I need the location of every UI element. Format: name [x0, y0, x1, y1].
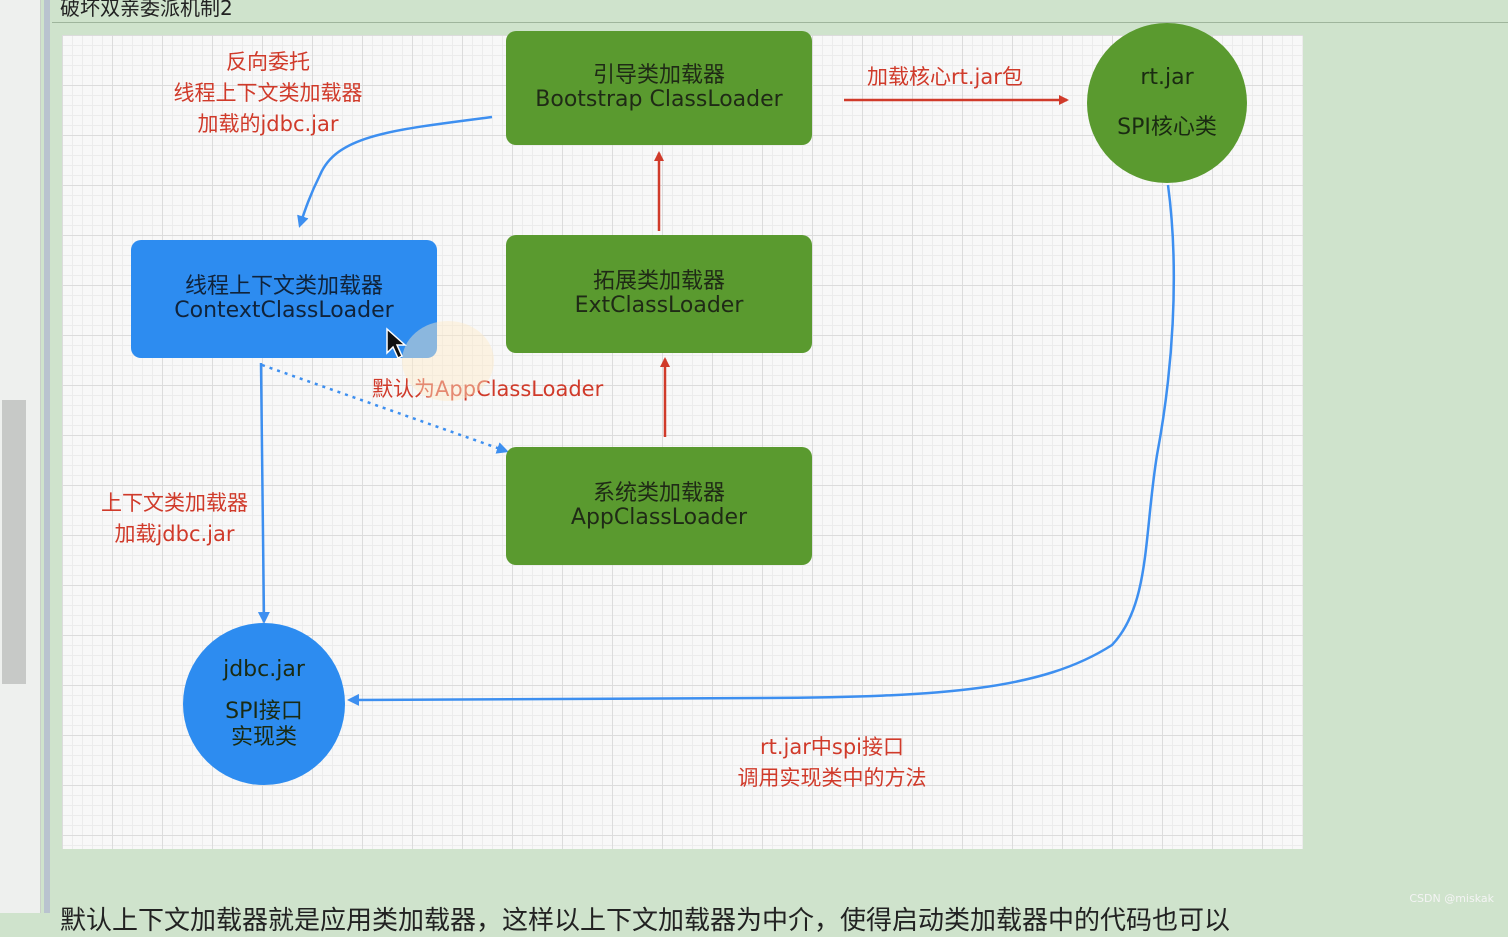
context-classloader-node: 线程上下文类加载器 ContextClassLoader — [131, 240, 437, 358]
spi-call-line-2: 调用实现类中的方法 — [737, 766, 927, 790]
jdbc-jar-subtitle-1: SPI接口 — [225, 699, 303, 724]
bootstrap-classloader-node: 引导类加载器 Bootstrap ClassLoader — [506, 31, 812, 145]
diagram-connectors — [257, 95, 1176, 706]
rt-jar-subtitle: SPI核心类 — [1117, 115, 1217, 140]
spi-call-line-1: rt.jar中spi接口 — [760, 735, 904, 759]
bootstrap-title-cn: 引导类加载器 — [592, 63, 725, 88]
context-load-line-2: 加载jdbc.jar — [114, 522, 235, 546]
rt-jar-node: rt.jar SPI核心类 — [1087, 23, 1247, 183]
bootstrap-title-en: Bootstrap ClassLoader — [535, 87, 783, 112]
app-title-en: AppClassLoader — [570, 505, 748, 530]
app-classloader-node: 系统类加载器 AppClassLoader — [506, 447, 812, 565]
spi-call-label: rt.jar中spi接口 调用实现类中的方法 — [722, 732, 942, 794]
cursor-highlight — [402, 321, 494, 401]
app-title-cn: 系统类加载器 — [592, 481, 725, 506]
ext-title-cn: 拓展类加载器 — [592, 269, 725, 294]
footer-paragraph: 默认上下文加载器就是应用类加载器，这样以上下文加载器为中介，使得启动类加载器中的… — [60, 906, 1231, 936]
reverse-label-line-2: 线程上下文类加载器 — [173, 81, 363, 105]
jdbc-jar-node: jdbc.jar SPI接口 实现类 — [183, 623, 345, 785]
load-core-label: 加载核心rt.jar包 — [867, 65, 1023, 89]
context-load-line-1: 上下文类加载器 — [101, 491, 248, 515]
watermark: CSDN @miskak — [1409, 892, 1494, 905]
arrow-context-to-app-dotted — [261, 363, 509, 454]
default-app-label: 默认为AppClassLoader — [372, 377, 604, 401]
context-title-cn: 线程上下文类加载器 — [184, 274, 383, 299]
arrow-reverse-delegation — [297, 115, 493, 228]
heading-underline — [52, 22, 1508, 23]
arrow-context-to-jdbc — [257, 362, 270, 624]
diagram-canvas: 引导类加载器 Bootstrap ClassLoader 拓展类加载器 ExtC… — [62, 23, 1303, 849]
jdbc-jar-subtitle-2: 实现类 — [230, 725, 297, 750]
ext-classloader-node: 拓展类加载器 ExtClassLoader — [506, 235, 812, 353]
section-heading: 破坏双亲委派机制2 — [60, 0, 233, 20]
mouse-cursor-icon — [386, 327, 407, 360]
left-scrollbar-thumb[interactable] — [2, 400, 26, 684]
reverse-label-line-3: 加载的jdbc.jar — [197, 112, 339, 136]
reverse-delegation-label: 反向委托 线程上下文类加载器 加载的jdbc.jar — [158, 47, 378, 140]
context-load-label: 上下文类加载器 加载jdbc.jar — [87, 488, 262, 550]
jdbc-jar-title: jdbc.jar — [223, 657, 305, 682]
reverse-label-line-1: 反向委托 — [226, 50, 310, 74]
vertical-divider — [44, 0, 50, 913]
ext-title-en: ExtClassLoader — [574, 293, 744, 318]
arrow-rtjar-to-jdbc — [347, 184, 1176, 706]
rt-jar-title: rt.jar — [1140, 65, 1194, 90]
context-title-en: ContextClassLoader — [174, 298, 394, 323]
